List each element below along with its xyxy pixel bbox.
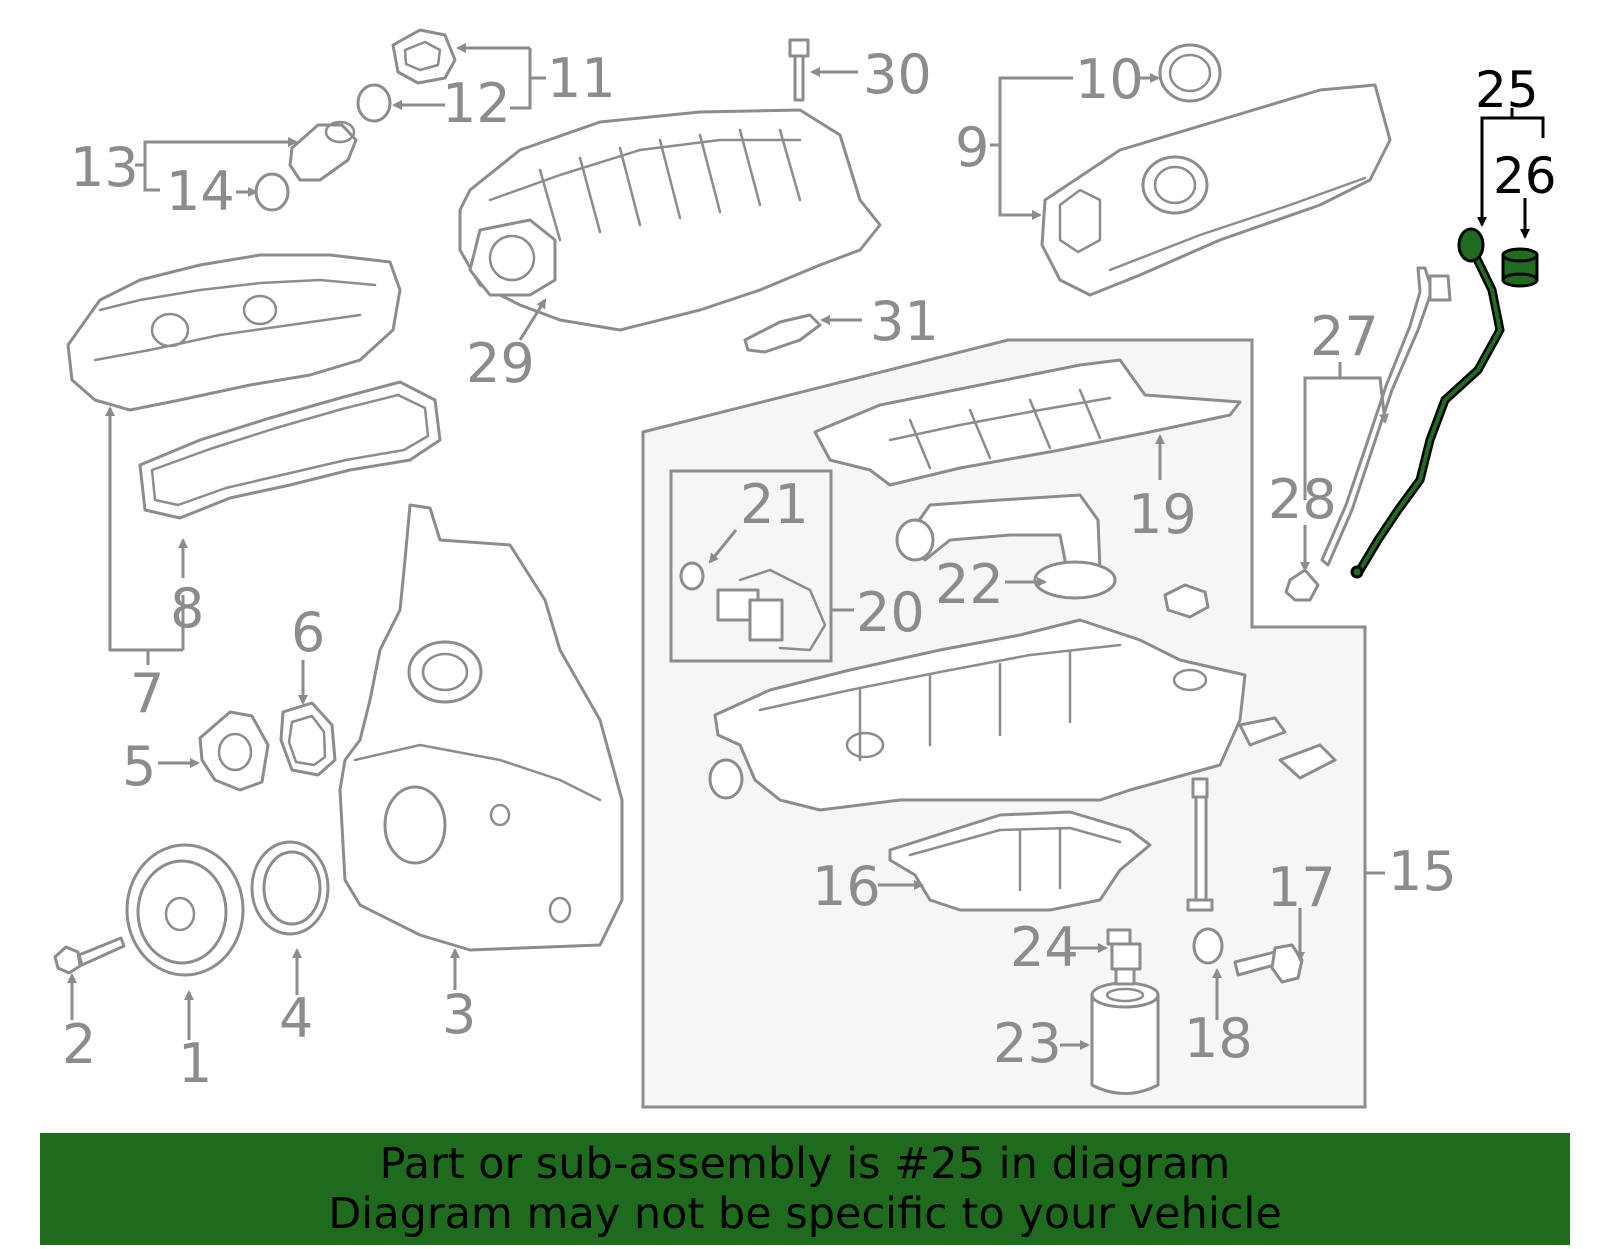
callout-15[interactable]: 15 (1388, 840, 1457, 903)
callout-25[interactable]: 25 (1475, 61, 1539, 119)
callout-6[interactable]: 6 (291, 601, 325, 664)
oil-level-indicator-highlighted-part[interactable] (1350, 227, 1505, 579)
callout-3[interactable]: 3 (442, 983, 476, 1046)
callout-5[interactable]: 5 (122, 735, 156, 798)
pan-cover-plate-part[interactable] (1238, 716, 1287, 747)
callout-31[interactable]: 31 (870, 290, 939, 353)
oil-pan-part[interactable] (713, 618, 1247, 812)
oil-filler-cap-part[interactable] (391, 28, 457, 85)
callout-26[interactable]: 26 (1493, 147, 1557, 205)
timing-cover-part[interactable] (338, 503, 624, 952)
left-valve-cover-gasket-part[interactable] (138, 380, 442, 520)
camshaft-position-sensor-part[interactable] (198, 710, 270, 792)
right-valve-cover-part[interactable] (1040, 83, 1392, 297)
callout-30[interactable]: 30 (863, 43, 932, 106)
intake-manifold-part[interactable] (458, 108, 882, 332)
oil-pressure-sensor-part[interactable] (716, 568, 827, 652)
callout-4[interactable]: 4 (279, 987, 313, 1050)
banner-line-disclaimer: Diagram may not be specific to your vehi… (328, 1189, 1282, 1239)
callout-12[interactable]: 12 (442, 72, 511, 135)
leader-lines (67, 43, 1545, 1050)
filler-tube-o-ring-part[interactable] (254, 172, 290, 212)
left-valve-cover-part[interactable] (66, 253, 402, 412)
pan-cover-plate-2-part[interactable] (1278, 743, 1337, 780)
oil-filler-tube-part[interactable] (288, 120, 358, 182)
oil-fill-seal-part[interactable] (1158, 43, 1222, 103)
cover-gasket-part[interactable] (279, 701, 337, 777)
callout-11[interactable]: 11 (547, 47, 616, 110)
callout-labels: 1 2 3 4 5 6 7 8 9 10 11 12 13 14 15 16 1… (62, 43, 1557, 1095)
pulley-bolt-part[interactable] (53, 936, 126, 975)
oil-pump-pickup-tube-part[interactable] (895, 493, 1117, 600)
front-crankshaft-seal-part[interactable] (250, 840, 330, 936)
dipstick-tube-part[interactable] (1320, 266, 1452, 567)
crankshaft-pulley-part[interactable] (125, 843, 245, 977)
callout-2[interactable]: 2 (62, 1013, 96, 1076)
callout-28[interactable]: 28 (1268, 468, 1337, 531)
filler-cap-o-ring-part[interactable] (356, 83, 392, 123)
callout-22[interactable]: 22 (935, 553, 1004, 616)
manifold-gasket-part[interactable] (743, 313, 822, 354)
callout-20[interactable]: 20 (856, 581, 925, 644)
callout-14[interactable]: 14 (166, 160, 235, 223)
callout-16[interactable]: 16 (812, 855, 881, 918)
filter-adapter-part[interactable] (1106, 928, 1142, 986)
manifold-bolt-part[interactable] (788, 38, 810, 102)
pan-seal-part[interactable] (708, 758, 744, 800)
callout-27[interactable]: 27 (1310, 305, 1379, 368)
oil-pan-baffle-part[interactable] (813, 358, 1242, 487)
callout-10[interactable]: 10 (1075, 48, 1144, 111)
part-info-banner: Part or sub-assembly is #25 in diagram D… (40, 1133, 1570, 1245)
callout-18[interactable]: 18 (1184, 1007, 1253, 1070)
callout-24[interactable]: 24 (1010, 916, 1079, 979)
pan-nut-part[interactable] (1163, 583, 1210, 619)
sensor-seal-part[interactable] (679, 561, 705, 591)
oil-filter-part[interactable] (1090, 981, 1160, 1095)
callout-17[interactable]: 17 (1267, 856, 1336, 919)
dipstick-tube-seal-part[interactable] (1284, 568, 1320, 602)
drain-plug-part[interactable] (1233, 943, 1304, 984)
callout-21[interactable]: 21 (740, 473, 809, 536)
callout-1[interactable]: 1 (178, 1032, 212, 1095)
callout-7[interactable]: 7 (130, 662, 164, 725)
oil-level-rod-part[interactable] (1186, 777, 1214, 912)
oil-level-indicator-cap-part[interactable] (1501, 247, 1539, 288)
drain-plug-washer-part[interactable] (1192, 927, 1224, 965)
callout-19[interactable]: 19 (1128, 483, 1197, 546)
callout-23[interactable]: 23 (993, 1012, 1062, 1075)
callout-29[interactable]: 29 (466, 332, 535, 395)
lower-oil-pan-part[interactable] (888, 810, 1152, 912)
callout-8[interactable]: 8 (170, 577, 204, 640)
banner-line-part-number: Part or sub-assembly is #25 in diagram (379, 1139, 1231, 1189)
callout-13[interactable]: 13 (70, 136, 139, 199)
callout-9[interactable]: 9 (955, 116, 989, 179)
